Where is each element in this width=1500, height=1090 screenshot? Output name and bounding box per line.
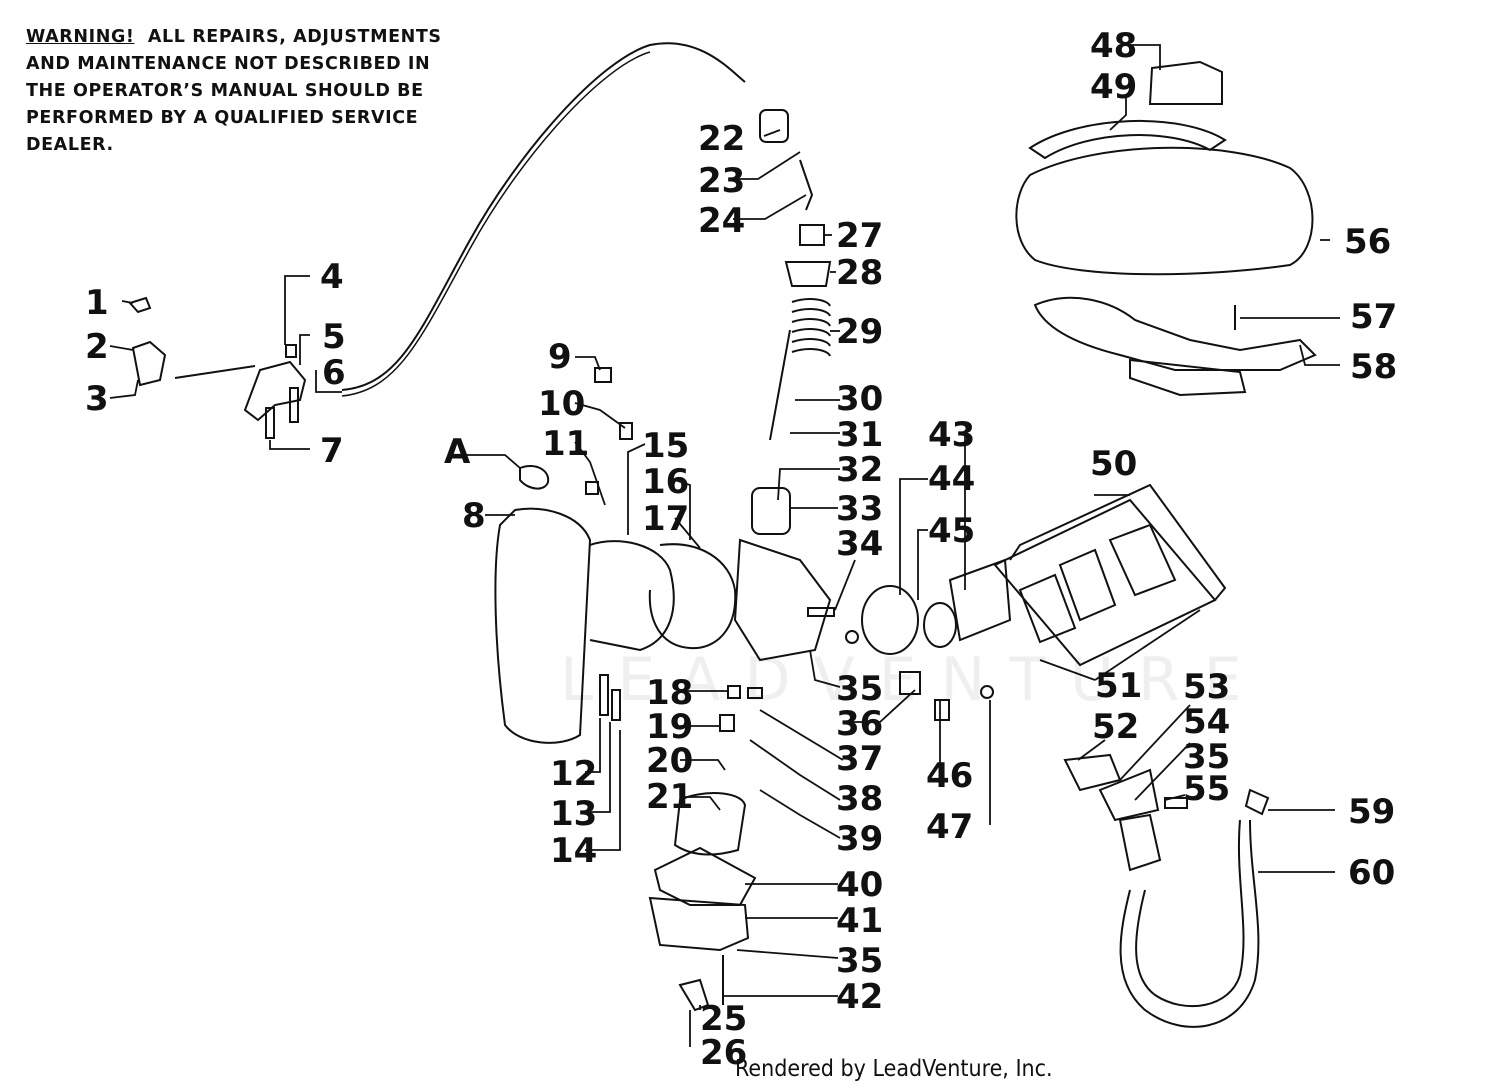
carburetor-lower-parts <box>648 792 757 1012</box>
callout-47: 47 <box>926 807 973 847</box>
callout-44: 44 <box>928 459 975 499</box>
callout-59: 59 <box>1348 792 1395 832</box>
callout-17: 17 <box>642 499 689 539</box>
callout-35-b: 35 <box>836 941 883 981</box>
callout-35-c: 35 <box>1183 737 1230 777</box>
callout-46: 46 <box>926 756 973 796</box>
callout-56: 56 <box>1344 222 1391 262</box>
callout-32: 32 <box>836 450 883 490</box>
fasteners <box>585 367 1188 809</box>
intake-flange <box>861 558 1012 695</box>
warning-line-5: DEALER. <box>26 135 114 155</box>
warning-notice: WARNING! ALL REPAIRS, ADJUSTMENTS AND MA… <box>26 24 496 159</box>
callout-14: 14 <box>550 831 597 871</box>
callout-19: 19 <box>646 707 693 747</box>
callout-11: 11 <box>542 424 589 464</box>
callout-A: A <box>444 432 471 472</box>
fuel-line-parts <box>1063 753 1270 1028</box>
callout-31: 31 <box>836 415 883 455</box>
callout-10: 10 <box>538 384 585 424</box>
callout-7: 7 <box>320 431 344 471</box>
callout-22: 22 <box>698 119 745 159</box>
callout-21: 21 <box>646 777 693 817</box>
callout-49: 49 <box>1090 67 1137 107</box>
callout-43: 43 <box>928 415 975 455</box>
callout-6: 6 <box>322 353 346 393</box>
callout-20: 20 <box>646 741 693 781</box>
callout-29: 29 <box>836 312 883 352</box>
leader-lines <box>109 44 1340 1047</box>
callout-37: 37 <box>836 739 883 779</box>
callout-3: 3 <box>85 379 109 419</box>
callout-5: 5 <box>322 317 346 357</box>
callout-15: 15 <box>642 426 689 466</box>
callout-8: 8 <box>462 496 486 536</box>
callout-55: 55 <box>1183 769 1230 809</box>
reed-valve-assembly <box>993 483 1227 667</box>
callout-28: 28 <box>836 253 883 293</box>
throttle-cable <box>341 42 746 391</box>
callout-18: 18 <box>646 673 693 713</box>
callout-9: 9 <box>548 337 572 377</box>
footer-credit: Rendered by LeadVenture, Inc. <box>735 1056 1053 1082</box>
warning-line-2: AND MAINTENANCE NOT DESCRIBED IN <box>26 54 431 74</box>
callout-26: 26 <box>700 1033 747 1073</box>
warning-line-4: PERFORMED BY A QUALIFIED SERVICE <box>26 108 419 128</box>
callout-16: 16 <box>642 462 689 502</box>
callout-numbers: 1 2 3 4 5 6 7 8 9 10 11 12 13 14 15 16 1… <box>85 26 1397 1073</box>
callout-54: 54 <box>1183 702 1230 742</box>
callout-53: 53 <box>1183 667 1230 707</box>
callout-51: 51 <box>1095 666 1142 706</box>
callout-1: 1 <box>85 283 109 323</box>
callout-33: 33 <box>836 489 883 529</box>
callout-36: 36 <box>836 704 883 744</box>
callout-52: 52 <box>1092 707 1139 747</box>
callout-23: 23 <box>698 161 745 201</box>
callout-2: 2 <box>85 327 109 367</box>
callout-60: 60 <box>1348 853 1395 893</box>
callout-50: 50 <box>1090 444 1137 484</box>
callout-35-a: 35 <box>836 669 883 709</box>
callout-24: 24 <box>698 201 745 241</box>
air-filter-assembly <box>494 464 737 744</box>
callout-34: 34 <box>836 524 883 564</box>
callout-40: 40 <box>836 865 883 905</box>
callout-41: 41 <box>836 901 883 941</box>
callout-39: 39 <box>836 819 883 859</box>
callout-25: 25 <box>700 999 747 1039</box>
callout-30: 30 <box>836 379 883 419</box>
throttle-trigger-assembly <box>128 296 307 439</box>
watermark: LEADVENTURE <box>560 645 1266 715</box>
callout-4: 4 <box>320 257 344 297</box>
callout-13: 13 <box>550 794 597 834</box>
callout-58: 58 <box>1350 347 1397 387</box>
callout-45: 45 <box>928 511 975 551</box>
callout-42: 42 <box>836 977 883 1017</box>
callout-12: 12 <box>550 754 597 794</box>
callout-27: 27 <box>836 216 883 256</box>
callout-48: 48 <box>1090 26 1137 66</box>
fuel-tank <box>1015 60 1317 397</box>
carburetor-body <box>733 109 832 662</box>
warning-line-1: ALL REPAIRS, ADJUSTMENTS <box>147 27 442 47</box>
callout-38: 38 <box>836 779 883 819</box>
warning-line-3: THE OPERATOR’S MANUAL SHOULD BE <box>26 81 424 101</box>
warning-lead: WARNING! <box>26 27 135 47</box>
callout-57: 57 <box>1350 297 1397 337</box>
